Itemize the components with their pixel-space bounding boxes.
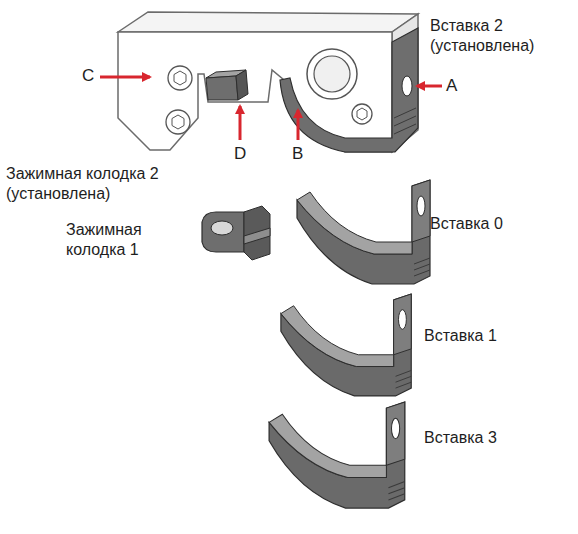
part-label: Вставка 0 — [430, 214, 503, 234]
part-label: Вставка 1 — [424, 326, 497, 346]
part-label: Зажимная колодка 2 (установлена) — [6, 164, 184, 204]
clamp-block-1 — [202, 206, 270, 260]
pointer-arrows — [100, 77, 442, 140]
holder-body — [118, 12, 418, 152]
part-label: Зажимная колодка 1 — [66, 220, 170, 260]
callout-letter: B — [292, 144, 303, 164]
part-label: Вставка 3 — [424, 428, 497, 448]
insert-1 — [281, 294, 411, 396]
insert-0 — [297, 180, 430, 284]
insert-2-installed — [280, 28, 418, 152]
part-label: Вставка 2 (установлена) — [430, 16, 572, 56]
callout-letter: D — [234, 144, 246, 164]
clamp-block-2-installed — [206, 70, 248, 100]
insert-3 — [269, 402, 405, 508]
callout-letter: C — [82, 66, 94, 86]
callout-letter: A — [446, 76, 457, 96]
